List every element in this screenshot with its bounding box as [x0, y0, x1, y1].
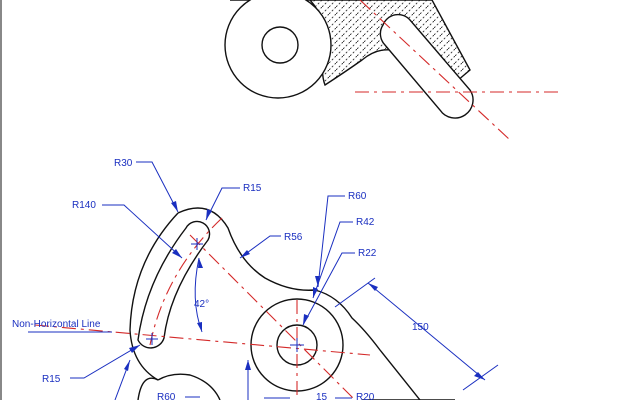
lower-left-arc — [137, 377, 159, 400]
label-angle: 42° — [194, 299, 209, 310]
right-lobe — [314, 289, 421, 400]
leader-r140 — [102, 204, 183, 259]
label-r22: R22 — [358, 248, 377, 259]
bottom-view: R30 R15 R140 R60 R42 R56 R22 42° Non-Hor… — [12, 158, 499, 400]
center-mark-hub — [290, 338, 304, 352]
label-r60-top: R60 — [348, 191, 367, 202]
center-mark-slot-bottom — [146, 333, 158, 345]
arm-slot — [137, 220, 211, 349]
label-r15-top: R15 — [243, 183, 262, 194]
label-non-horizontal-line: Non-Horizontal Line — [12, 319, 101, 330]
leader-r15-top — [205, 187, 240, 221]
hub-outer-circle — [224, 0, 332, 99]
label-r30: R30 — [114, 158, 133, 169]
leader-r60-top — [315, 195, 345, 288]
leader-r22 — [302, 252, 355, 326]
leader-r60-bottom — [114, 359, 200, 400]
leader-r15-bottom — [70, 344, 141, 379]
arm-outline — [177, 207, 316, 291]
dimension-150 — [334, 277, 499, 391]
top-view — [224, 0, 560, 141]
center-line-top-diagonal — [359, 0, 511, 141]
hub-inner-hole — [261, 26, 299, 64]
angle-dimension — [194, 257, 203, 333]
label-r60-bottom: R60 — [157, 392, 176, 400]
label-r42: R42 — [356, 217, 375, 228]
leader-r30 — [136, 161, 179, 213]
label-r15-bottom: R15 — [42, 374, 61, 385]
non-horizontal-center-line — [34, 324, 371, 356]
arm-center-arc — [149, 217, 223, 346]
slot-bottom — [157, 373, 221, 400]
leader-r56 — [239, 235, 281, 259]
diagonal-center-line — [189, 234, 356, 400]
arm-outer-arc — [129, 212, 179, 381]
label-dim-150: 150 — [412, 322, 429, 333]
leader-r42 — [312, 221, 353, 299]
label-dim-15: 15 — [316, 392, 328, 400]
label-r140: R140 — [72, 200, 96, 211]
center-mark-slot-top — [191, 238, 203, 250]
label-r56: R56 — [284, 232, 303, 243]
label-r20: R20 — [356, 392, 375, 400]
dimension-15 — [245, 360, 290, 400]
